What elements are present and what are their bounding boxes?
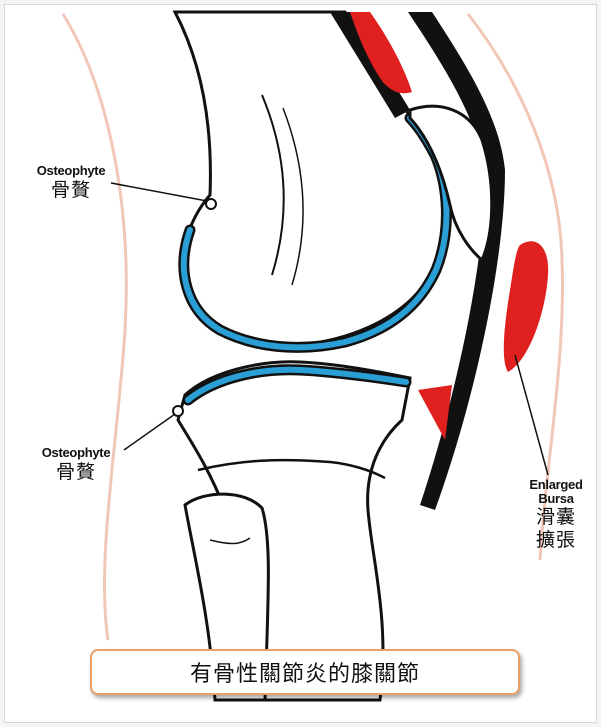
enlarged-bursa [504, 241, 548, 372]
osteophyte-upper-label: Osteophyte 骨贅 [26, 164, 116, 201]
caption-text: 有骨性關節炎的膝關節 [190, 656, 420, 688]
osteophyte-upper-zh: 骨贅 [26, 181, 116, 201]
osteophyte-lower-zh: 骨贅 [31, 463, 121, 483]
osteophyte-lower-label: Osteophyte 骨贅 [31, 446, 121, 483]
osteophyte-lower-en: Osteophyte [31, 446, 121, 460]
bursa-en-line1: Enlarged [516, 478, 596, 492]
caption-box: 有骨性關節炎的膝關節 [90, 649, 520, 695]
bursa-pointer [515, 355, 548, 475]
osteophyte-upper-pointer [111, 183, 207, 201]
skin-contour-front [63, 14, 126, 640]
bursa-label: Enlarged Bursa 滑囊 擴張 [516, 478, 596, 551]
bursa-en-line2: Bursa [516, 492, 596, 506]
bursa-zh-line1: 滑囊 [516, 508, 596, 528]
osteophyte-upper-node [206, 199, 216, 209]
femur-bone [175, 12, 447, 346]
bursa-zh-line2: 擴張 [516, 531, 596, 551]
osteophyte-upper-en: Osteophyte [26, 164, 116, 178]
osteophyte-lower-pointer [124, 414, 175, 450]
